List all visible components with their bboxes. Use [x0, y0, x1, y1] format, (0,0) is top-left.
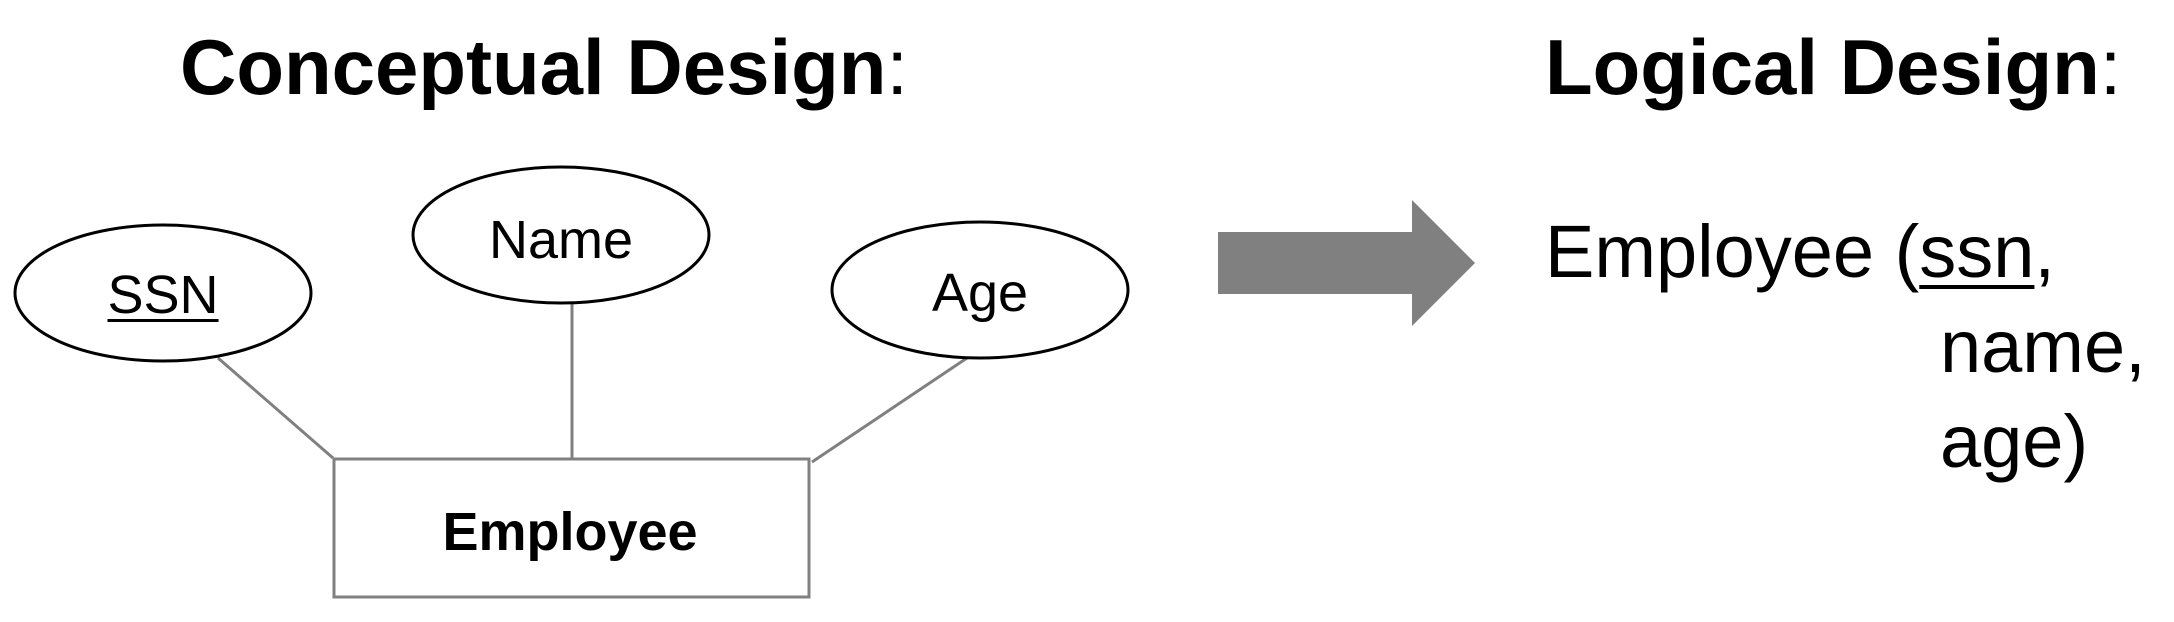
name-attribute-label: Name: [488, 210, 634, 270]
relation-attribute-name: name,: [1940, 305, 2146, 388]
ssn-connector-line: [217, 356, 334, 460]
logical-design-colon: :: [2099, 23, 2122, 111]
ssn-attribute-text: SSN: [107, 265, 219, 325]
employee-entity-label: Employee: [442, 502, 698, 562]
age-connector-line: [811, 356, 968, 464]
employee-entity-box: [332, 457, 811, 599]
ssn-attribute-label: SSN: [107, 265, 218, 325]
logical-design-title: Logical Design: [1545, 23, 2100, 111]
logical-design-heading: Logical Design:: [1545, 22, 2121, 112]
conceptual-design-title: Conceptual Design: [180, 23, 887, 111]
conceptual-design-heading: Conceptual Design:: [180, 22, 908, 112]
relation-schema-line-1: Employee (ssn,: [1545, 207, 2055, 297]
age-attribute-label: Age: [931, 263, 1029, 323]
age-attribute-ellipse: [830, 220, 1130, 360]
relation-attribute-age: age): [1940, 400, 2089, 483]
ssn-attribute-ellipse: [13, 223, 313, 363]
relation-key-separator: ,: [2034, 210, 2055, 293]
relation-key-attribute: ssn: [1919, 210, 2035, 293]
relation-name: Employee (: [1545, 210, 1920, 293]
name-attribute-ellipse: [411, 165, 711, 305]
transform-arrow: [1218, 200, 1475, 326]
conceptual-design-colon: :: [886, 23, 909, 111]
